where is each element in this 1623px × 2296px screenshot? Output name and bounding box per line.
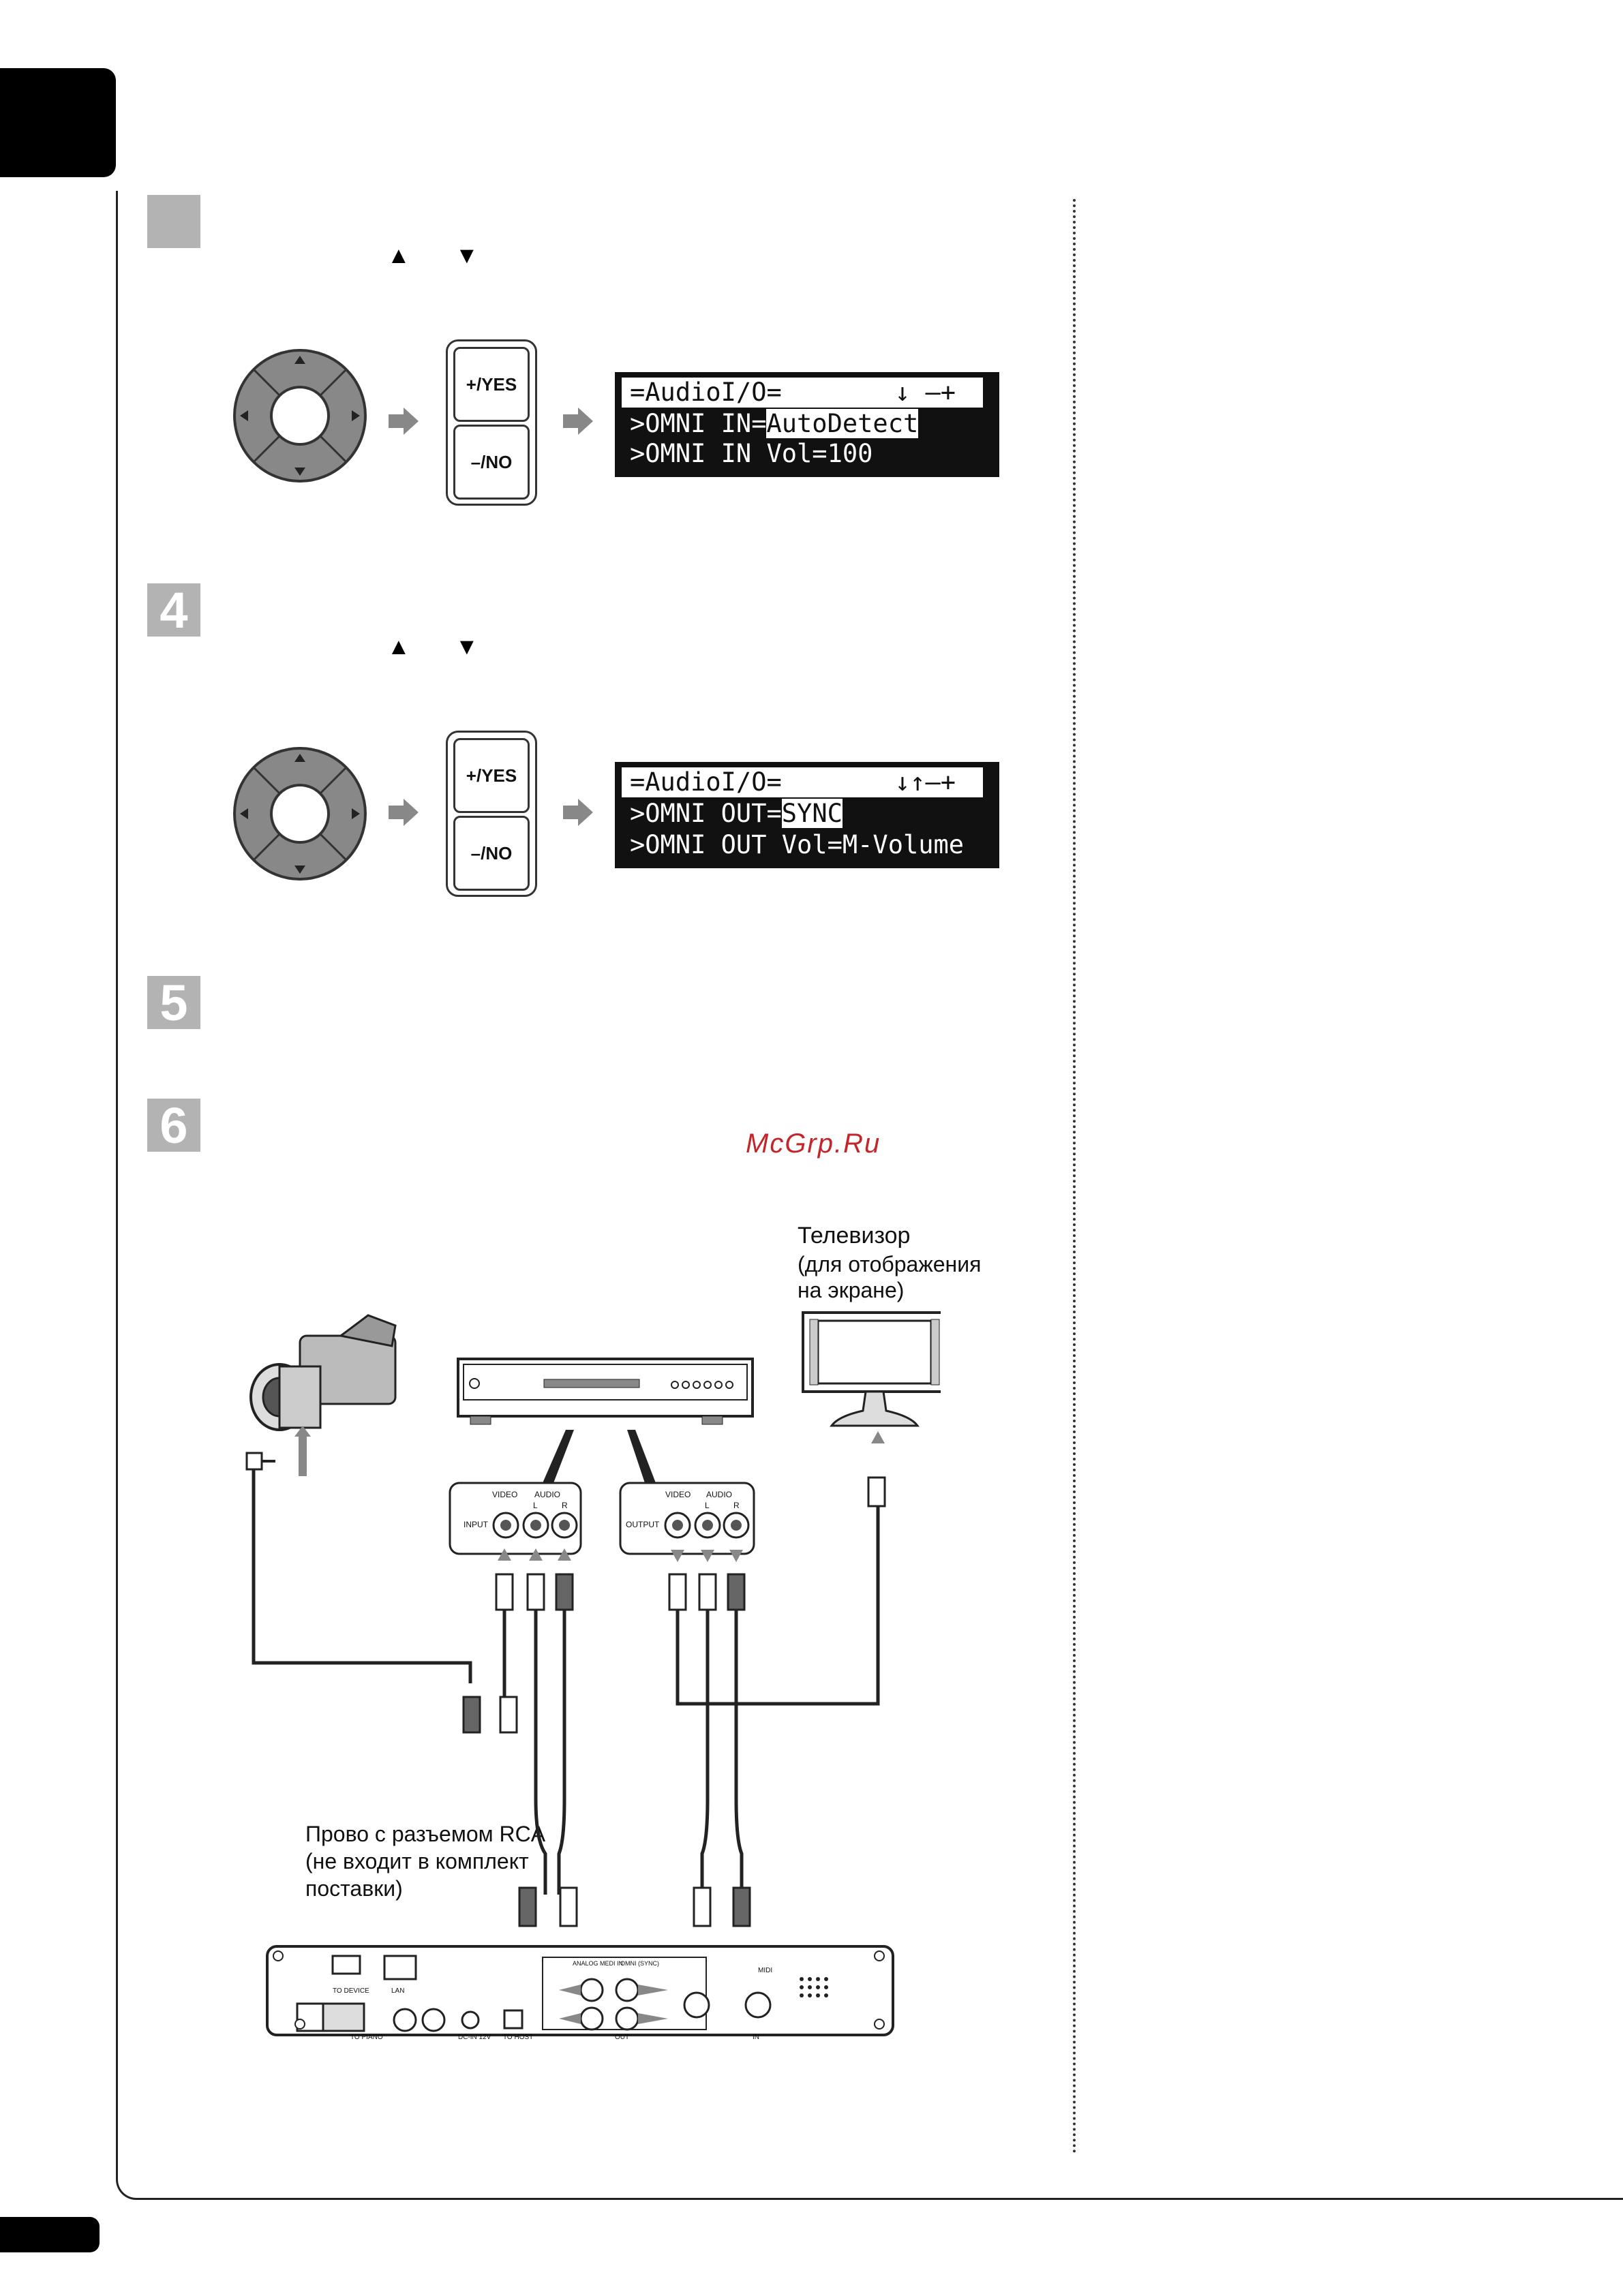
yes-button[interactable]: +/YES <box>453 347 530 422</box>
input-audio-label: AUDIO <box>534 1490 561 1499</box>
in-label: IN <box>753 2034 759 2041</box>
lcd-line-2: >OMNI OUT Vol=M-Volume <box>630 830 965 859</box>
tv-caption-title: Телевизор <box>798 1223 911 1249</box>
column-divider <box>1073 199 1076 2155</box>
step-number-box: 4 <box>147 583 200 638</box>
controller-rear-panel <box>266 1945 894 2036</box>
right-arrow-icon <box>389 408 419 435</box>
step-number-box <box>147 195 200 248</box>
lan-label: LAN <box>391 1987 405 1995</box>
output-audio-label: AUDIO <box>706 1490 733 1499</box>
cable-caption: Прово с разъемом RCA <box>305 1822 546 1846</box>
output-r-label: R <box>733 1501 740 1510</box>
step-number-box: 5 <box>147 976 200 1030</box>
yes-no-button-group: +/YES –/NO <box>446 339 537 506</box>
yes-no-button-group: +/YES –/NO <box>446 731 537 897</box>
input-r-label: R <box>562 1501 568 1510</box>
up-arrow-icon: ▲ <box>387 634 410 660</box>
analog-in-label: ANALOG MEDI IN <box>573 1960 624 1967</box>
cable-caption: (не входит в комплект <box>305 1849 529 1873</box>
cable-caption: поставки) <box>305 1876 403 1901</box>
no-button[interactable]: –/NO <box>453 425 530 500</box>
camcorder-icon <box>249 1314 397 1431</box>
watermark: McGrp.Ru <box>746 1129 881 1159</box>
down-arrow-icon: ▼ <box>455 634 479 660</box>
lcd-title: =AudioI/O=↓↑–+ <box>622 767 983 797</box>
connection-diagram <box>245 1311 941 2036</box>
lcd-line-1: >OMNI OUT=SYNC <box>630 799 843 828</box>
output-l-label: L <box>705 1501 710 1510</box>
lcd-line-1: >OMNI IN=AutoDetect <box>630 409 919 438</box>
omni-label: OMNI (SYNC) <box>620 1960 659 1967</box>
output-panel <box>619 1482 755 1555</box>
tv-caption-line: на экране) <box>798 1278 905 1302</box>
midi-label: MIDI <box>758 1967 773 1974</box>
yes-button[interactable]: +/YES <box>453 738 530 813</box>
dc-in-label: DC-IN 12V <box>458 2034 491 2041</box>
usb-device-label: TO DEVICE <box>333 1987 369 1995</box>
output-video-label: VIDEO <box>665 1490 691 1499</box>
input-panel <box>449 1482 582 1555</box>
tv-icon <box>802 1311 941 1427</box>
lcd-title: =AudioI/O=↓ –+ <box>622 378 983 408</box>
page-frame <box>116 191 1623 2200</box>
chapter-tab <box>0 68 116 177</box>
page-number-tab <box>0 2217 100 2252</box>
output-label: OUTPUT <box>626 1520 660 1529</box>
to-host-label: TO HOST <box>503 2034 534 2041</box>
recorder-device-icon <box>457 1358 754 1483</box>
cursor-pad-icon <box>233 747 367 881</box>
right-arrow-icon <box>563 799 593 826</box>
input-l-label: L <box>533 1501 538 1510</box>
input-video-label: VIDEO <box>492 1490 518 1499</box>
right-arrow-icon <box>389 799 419 826</box>
lcd-display: =AudioI/O=↓↑–+ >OMNI OUT=SYNC >OMNI OUT … <box>615 762 999 868</box>
step-number-box: 6 <box>147 1099 200 1153</box>
input-label: INPUT <box>464 1520 488 1529</box>
lcd-display: =AudioI/O=↓ –+ >OMNI IN=AutoDetect >OMNI… <box>615 372 999 477</box>
tv-caption-line: (для отображения <box>798 1252 982 1276</box>
no-button[interactable]: –/NO <box>453 816 530 891</box>
to-piano-label: TO PIANO <box>350 2034 383 2041</box>
down-arrow-icon: ▼ <box>455 243 479 269</box>
up-arrow-icon: ▲ <box>387 243 410 269</box>
lcd-line-2: >OMNI IN Vol=100 <box>630 439 873 468</box>
out-label: OUT <box>615 2034 630 2041</box>
cursor-pad-icon <box>233 349 367 483</box>
right-arrow-icon <box>563 408 593 435</box>
